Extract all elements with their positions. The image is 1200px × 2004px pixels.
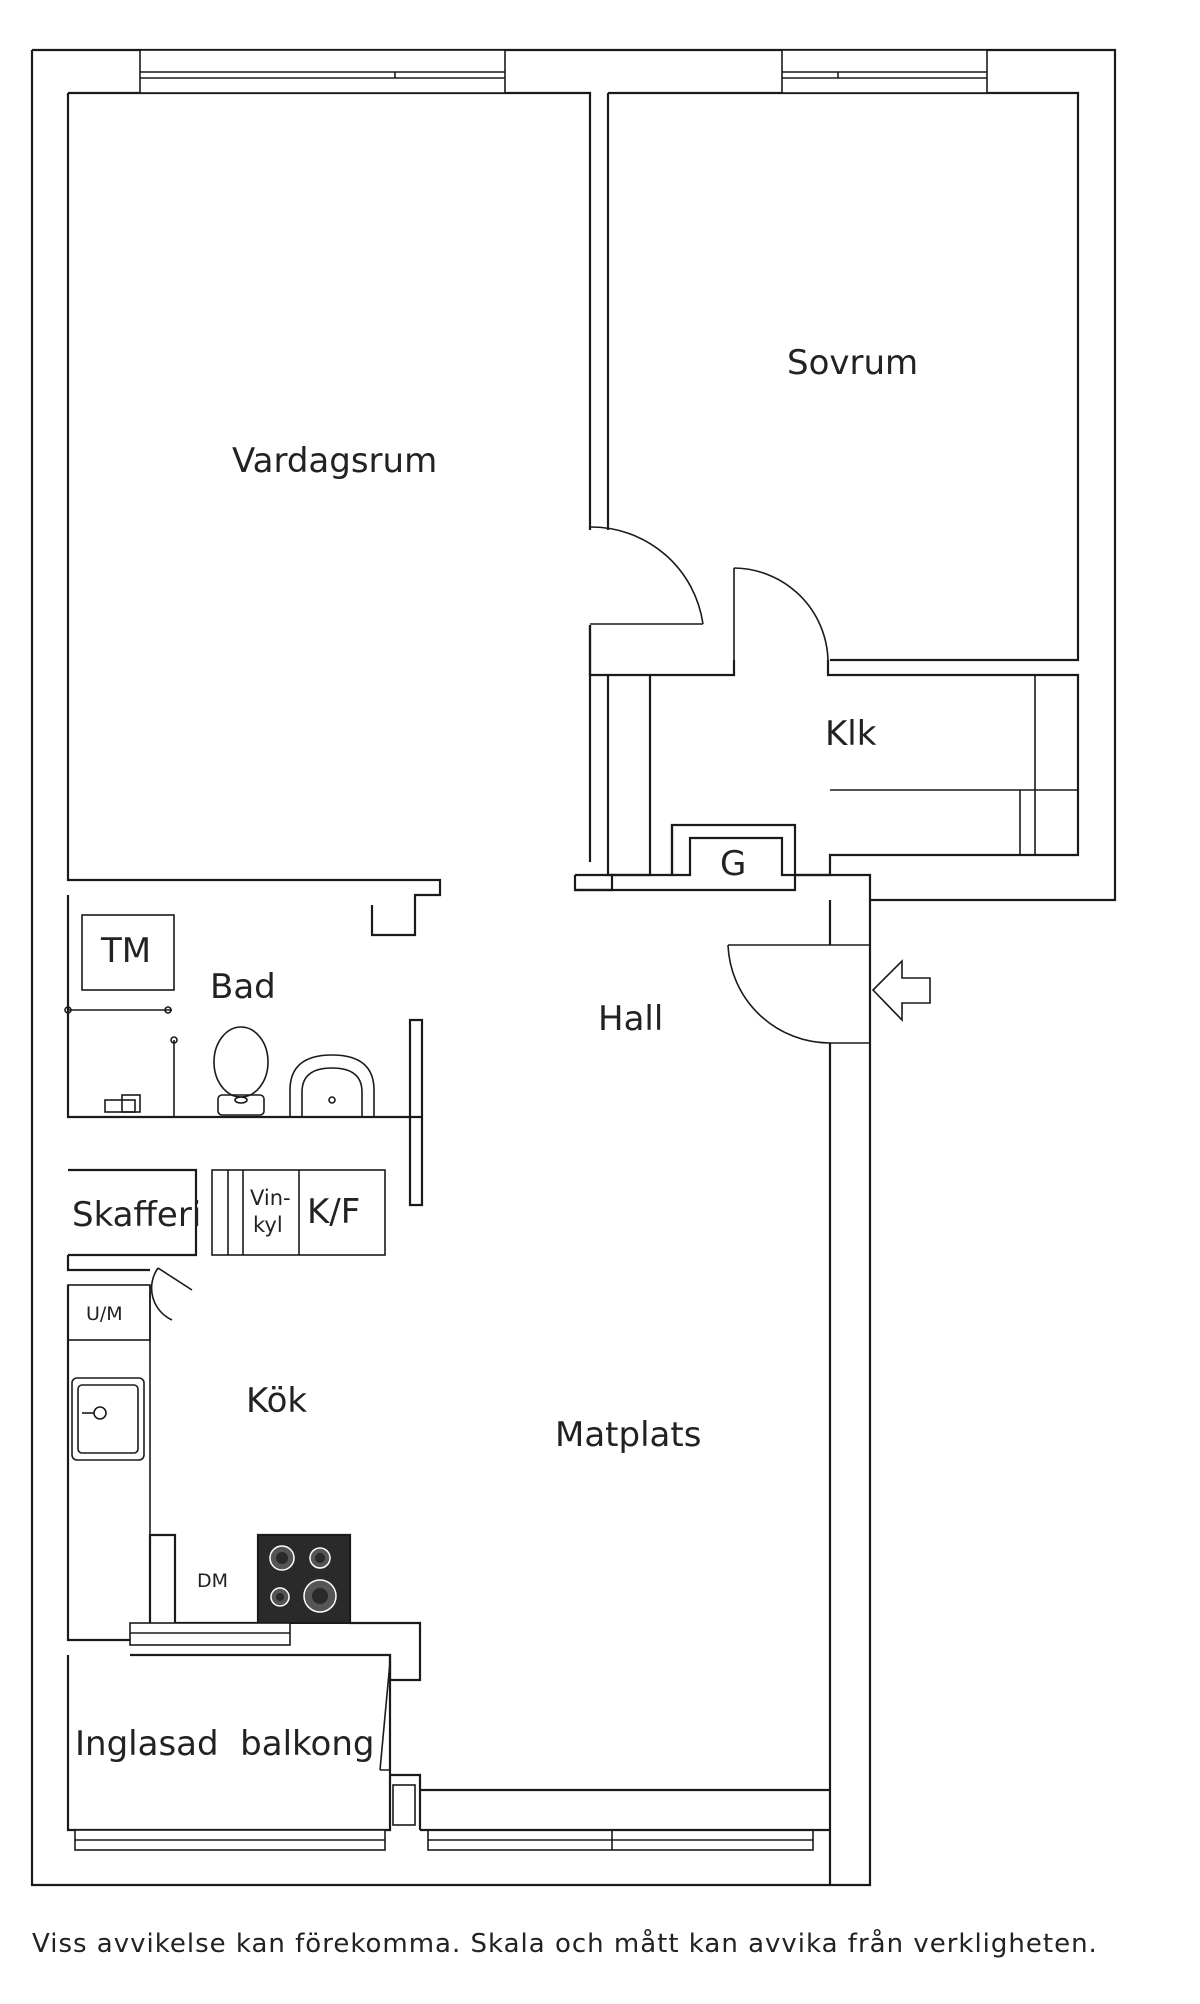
door-vardagsrum xyxy=(589,526,704,625)
label-matplats: Matplats xyxy=(555,1415,701,1455)
label-vinkyl-2: kyl xyxy=(253,1213,283,1237)
label-tm: TM xyxy=(100,931,151,971)
label-g: G xyxy=(720,844,746,884)
window-top-left xyxy=(139,49,506,94)
label-hall: Hall xyxy=(598,999,663,1039)
window-bottom-right xyxy=(427,1829,814,1851)
label-dm: DM xyxy=(197,1570,228,1592)
label-kok: Kök xyxy=(246,1381,307,1421)
label-vinkyl-1: Vin- xyxy=(250,1186,291,1210)
fridge-unit xyxy=(211,1169,386,1256)
bathroom xyxy=(64,895,424,1207)
sink-icon xyxy=(71,1377,145,1461)
label-klk: Klk xyxy=(825,714,877,754)
toilet-icon xyxy=(213,1026,269,1116)
window-bottom-left xyxy=(74,1829,386,1851)
closet-klk xyxy=(573,625,1080,900)
door-sovrum xyxy=(733,567,829,661)
door-entrance xyxy=(727,900,870,1885)
matplats-sill xyxy=(390,1773,830,1832)
washbasin-icon xyxy=(289,1054,375,1117)
label-vardagsrum: Vardagsrum xyxy=(232,441,437,481)
pantry xyxy=(66,1168,198,1321)
label-um: U/M xyxy=(86,1303,123,1325)
label-skafferi: Skafferi xyxy=(72,1195,201,1235)
kitchen xyxy=(66,1284,422,1682)
label-kf: K/F xyxy=(307,1192,360,1232)
label-bad: Bad xyxy=(210,967,276,1007)
stove-icon xyxy=(257,1534,351,1624)
outer-walls xyxy=(30,48,1117,1887)
label-balkong: Inglasad balkong xyxy=(75,1724,374,1764)
label-sovrum: Sovrum xyxy=(787,343,918,383)
entrance-arrow-icon xyxy=(871,959,931,1022)
window-top-right xyxy=(781,49,988,94)
footer-disclaimer: Viss avvikelse kan förekomma. Skala och … xyxy=(32,1928,1098,1959)
